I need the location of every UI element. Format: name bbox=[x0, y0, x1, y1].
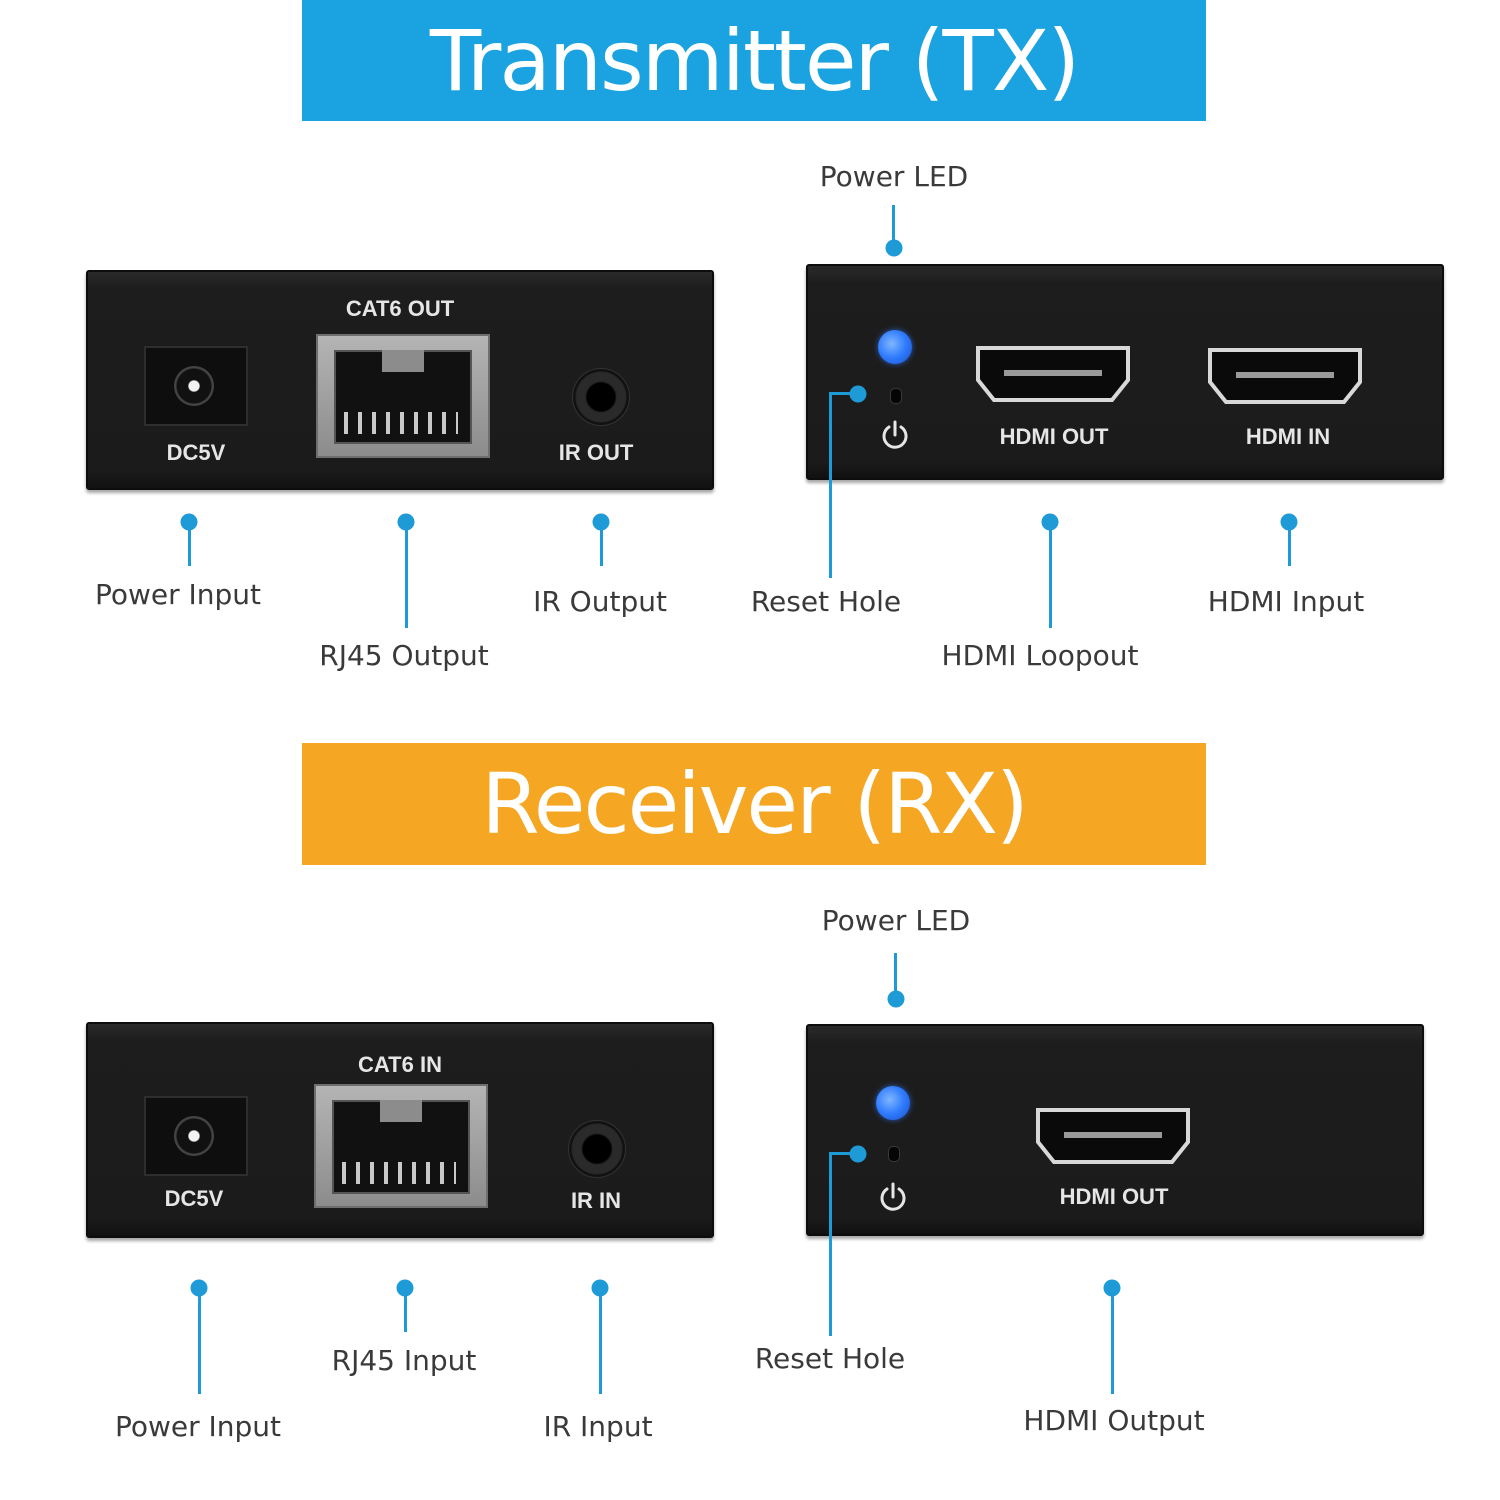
receiver-banner: Receiver (RX) bbox=[302, 743, 1206, 865]
callout-line bbox=[829, 392, 832, 578]
rj45-port-icon bbox=[314, 1084, 488, 1208]
tx-callout-hdmi-loopout: HDMI Loopout bbox=[941, 639, 1139, 672]
rx-front-panel: HDMI OUT bbox=[806, 1024, 1424, 1236]
rj45-port-icon bbox=[316, 334, 490, 458]
transmitter-title: Transmitter (TX) bbox=[429, 12, 1080, 110]
tx-ir-label: IR OUT bbox=[558, 440, 634, 465]
callout-line bbox=[829, 392, 859, 395]
receiver-title: Receiver (RX) bbox=[481, 755, 1029, 853]
tx-callout-power-led: Power LED bbox=[819, 160, 969, 193]
power-led-icon bbox=[876, 1086, 910, 1120]
callout-line bbox=[198, 1288, 201, 1394]
tx-dc-label: DC5V bbox=[166, 440, 226, 465]
tx-callout-ir: IR Output bbox=[533, 585, 667, 618]
rx-dc-label: DC5V bbox=[164, 1186, 224, 1211]
tx-callout-hdmi-input: HDMI Input bbox=[1207, 585, 1365, 618]
power-led-icon bbox=[878, 330, 912, 364]
callout-line bbox=[405, 522, 408, 628]
rx-callout-power-led: Power LED bbox=[821, 904, 971, 937]
dc-jack-icon bbox=[144, 346, 248, 426]
rx-callout-hdmi-output: HDMI Output bbox=[1023, 1404, 1205, 1437]
callout-line bbox=[1288, 522, 1291, 566]
rx-callout-rj45: RJ45 Input bbox=[331, 1344, 477, 1377]
callout-dot bbox=[887, 990, 905, 1008]
tx-callout-rj45: RJ45 Output bbox=[319, 639, 489, 672]
callout-line bbox=[829, 1152, 859, 1155]
hdmi-port-icon bbox=[1034, 1106, 1192, 1166]
callout-line bbox=[894, 953, 897, 999]
callout-line bbox=[892, 205, 895, 247]
callout-line bbox=[829, 1152, 832, 1336]
audio-jack-icon bbox=[568, 1120, 626, 1178]
callout-dot bbox=[885, 239, 903, 257]
callout-line bbox=[599, 1288, 602, 1394]
rx-rear-panel: CAT6 IN DC5V IR IN bbox=[86, 1022, 714, 1238]
rx-cat6-label: CAT6 IN bbox=[358, 1052, 442, 1077]
power-icon bbox=[876, 1180, 910, 1214]
callout-line bbox=[600, 522, 603, 566]
hdmi-port-icon bbox=[974, 344, 1132, 404]
dc-jack-icon bbox=[144, 1096, 248, 1176]
tx-hdmi-out-label: HDMI OUT bbox=[999, 424, 1109, 449]
transmitter-banner: Transmitter (TX) bbox=[302, 0, 1206, 121]
rx-callout-ir: IR Input bbox=[543, 1410, 653, 1443]
reset-hole-icon bbox=[890, 388, 902, 404]
tx-callout-reset-hole: Reset Hole bbox=[750, 585, 902, 618]
rx-callout-power-input: Power Input bbox=[114, 1410, 282, 1443]
rx-ir-label: IR IN bbox=[570, 1188, 622, 1213]
tx-rear-panel: CAT6 OUT DC5V IR OUT bbox=[86, 270, 714, 490]
callout-line bbox=[188, 522, 191, 566]
callout-line bbox=[404, 1288, 407, 1332]
audio-jack-icon bbox=[572, 368, 630, 426]
callout-line bbox=[1049, 522, 1052, 628]
rx-hdmi-out-label: HDMI OUT bbox=[1059, 1184, 1169, 1209]
tx-cat6-label: CAT6 OUT bbox=[345, 296, 455, 321]
tx-callout-power-input: Power Input bbox=[94, 578, 262, 611]
reset-hole-icon bbox=[888, 1146, 900, 1162]
hdmi-port-icon bbox=[1206, 346, 1364, 406]
rx-callout-reset-hole: Reset Hole bbox=[754, 1342, 906, 1375]
power-icon bbox=[878, 418, 912, 452]
tx-front-panel: HDMI OUT HDMI IN bbox=[806, 264, 1444, 480]
tx-hdmi-in-label: HDMI IN bbox=[1245, 424, 1331, 449]
callout-line bbox=[1111, 1288, 1114, 1394]
